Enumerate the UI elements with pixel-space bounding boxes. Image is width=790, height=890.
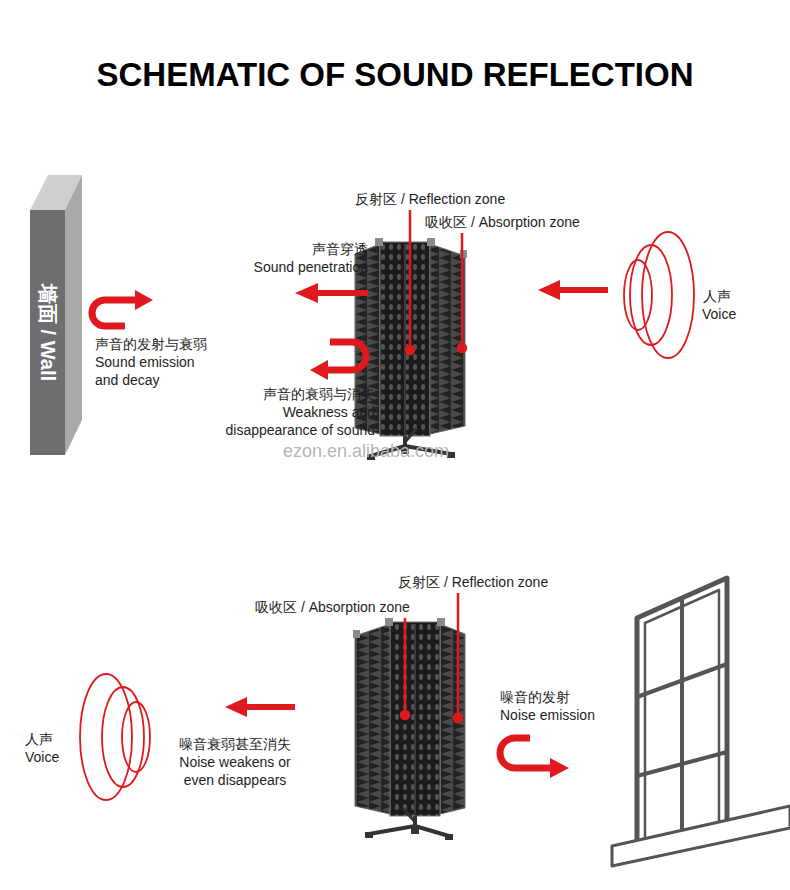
zone-label: 吸收区 / Absorption zone <box>255 598 410 616</box>
voice-label: Voice <box>25 748 59 766</box>
effect-label: 声音的衰弱与消失 <box>205 385 375 403</box>
wall-label: 墙面 / Wall <box>34 284 61 381</box>
wall-face: 墙面 / Wall <box>30 210 65 455</box>
effect-label: Sound penetration <box>230 258 368 276</box>
voice-label: Voice <box>702 305 736 323</box>
zone-label: 反射区 / Reflection zone <box>398 573 548 591</box>
effect-label: Weakness and disappearance of sound <box>205 403 375 439</box>
zone-label: 反射区 / Reflection zone <box>355 190 505 208</box>
effect-label: 噪音衰弱甚至消失 <box>165 735 305 753</box>
diagram-title: SCHEMATIC OF SOUND REFLECTION <box>0 56 790 94</box>
effect-label: Noise emission <box>500 706 595 724</box>
effect-label: 声音的发射与衰弱 <box>95 335 207 353</box>
effect-label: Sound emission and decay <box>95 353 205 389</box>
watermark: ezon.en.alibaba.com <box>283 440 449 462</box>
effect-label: Noise weakens or even disappears <box>165 753 305 789</box>
voice-label: 人声 <box>703 287 731 305</box>
effect-label: 噪音的发射 <box>500 688 570 706</box>
effect-label: 声音穿透 <box>230 240 368 258</box>
zone-label: 吸收区 / Absorption zone <box>425 213 580 231</box>
voice-label: 人声 <box>25 730 53 748</box>
